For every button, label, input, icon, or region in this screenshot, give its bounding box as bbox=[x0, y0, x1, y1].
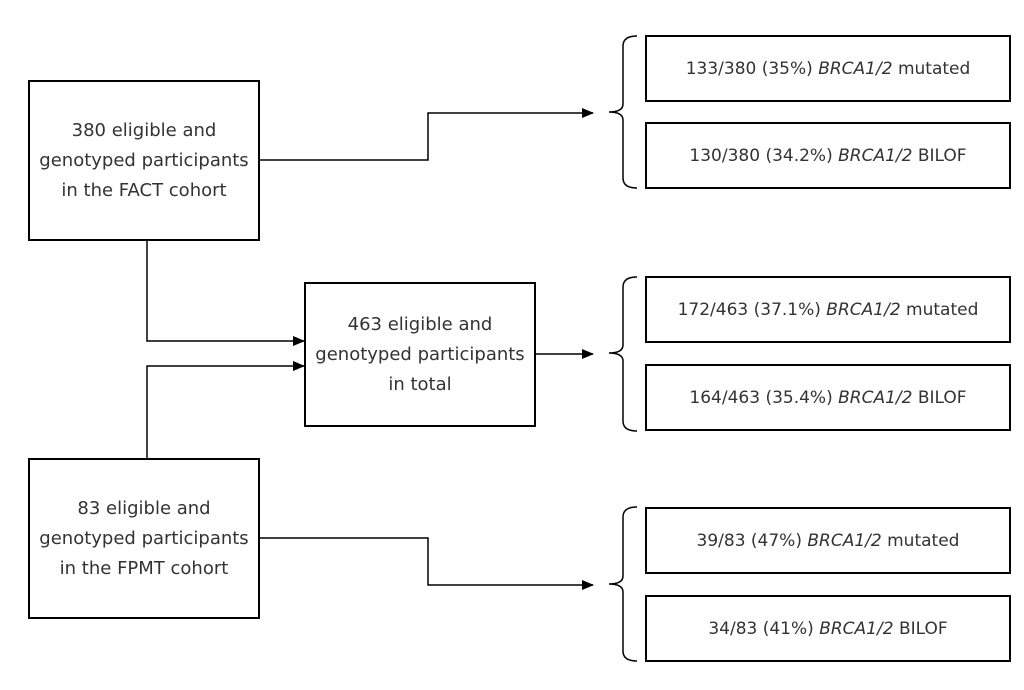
result-gene: BRCA1/2 bbox=[818, 58, 893, 79]
result-label: mutated bbox=[906, 299, 979, 320]
result-label: BILOF bbox=[917, 145, 967, 166]
brace-total bbox=[608, 276, 638, 432]
fact-bilof-box: 130/380 (34.2%) BRCA1/2 BILOF bbox=[645, 122, 1011, 189]
result-count: 39/83 (47%) bbox=[696, 530, 802, 551]
arrow-fpmt-total bbox=[146, 361, 305, 458]
fpmt-mutated-box: 39/83 (47%) BRCA1/2 mutated bbox=[645, 507, 1011, 574]
result-count: 164/463 (35.4%) bbox=[689, 387, 833, 408]
arrow-fact-results bbox=[260, 108, 594, 161]
result-label: mutated bbox=[887, 530, 960, 551]
fpmt-cohort-box: 83 eligible and genotyped participants i… bbox=[28, 458, 260, 619]
result-label: BILOF bbox=[917, 387, 967, 408]
fact-cohort-text: 380 eligible and genotyped participants … bbox=[39, 119, 249, 201]
result-count: 34/83 (41%) bbox=[708, 618, 814, 639]
result-label: mutated bbox=[897, 58, 971, 79]
arrow-fpmt-results bbox=[260, 537, 594, 590]
brace-fact bbox=[608, 35, 638, 189]
result-gene: BRCA1/2 bbox=[838, 145, 913, 166]
total-box: 463 eligible and genotyped participants … bbox=[304, 282, 536, 427]
brace-fpmt bbox=[608, 506, 638, 662]
result-label: BILOF bbox=[898, 618, 948, 639]
total-mutated-box: 172/463 (37.1%) BRCA1/2 mutated bbox=[645, 276, 1011, 343]
fact-mutated-box: 133/380 (35%) BRCA1/2 mutated bbox=[645, 35, 1011, 102]
result-gene: BRCA1/2 bbox=[826, 299, 901, 320]
result-count: 133/380 (35%) bbox=[685, 58, 813, 79]
result-count: 172/463 (37.1%) bbox=[677, 299, 821, 320]
result-gene: BRCA1/2 bbox=[807, 530, 882, 551]
fpmt-bilof-box: 34/83 (41%) BRCA1/2 BILOF bbox=[645, 595, 1011, 662]
result-gene: BRCA1/2 bbox=[819, 618, 894, 639]
total-bilof-box: 164/463 (35.4%) BRCA1/2 BILOF bbox=[645, 364, 1011, 431]
fpmt-cohort-text: 83 eligible and genotyped participants i… bbox=[39, 497, 249, 579]
result-count: 130/380 (34.2%) bbox=[689, 145, 833, 166]
fact-cohort-box: 380 eligible and genotyped participants … bbox=[28, 80, 260, 241]
total-text: 463 eligible and genotyped participants … bbox=[315, 313, 525, 395]
arrow-fact-total bbox=[146, 240, 305, 346]
result-gene: BRCA1/2 bbox=[838, 387, 913, 408]
